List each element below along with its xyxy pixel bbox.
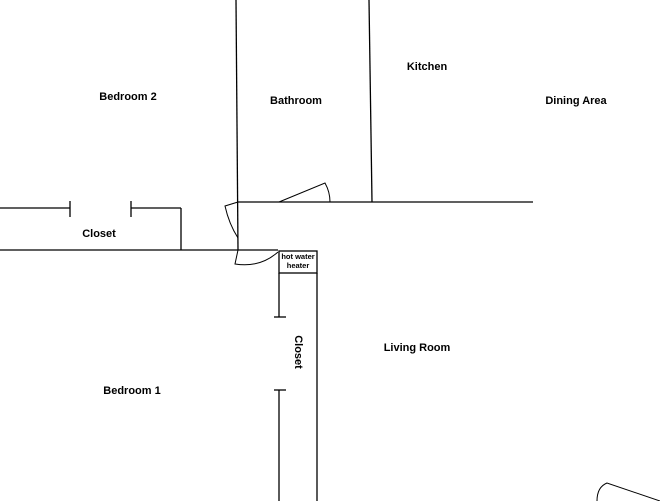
label-bathroom: Bathroom [270,95,322,107]
label-hot-water-heater: hot water heater [279,252,317,270]
label-bedroom-1: Bedroom 1 [103,385,161,397]
hot-water-heater-line2: heater [286,261,310,270]
living-room-door[interactable] [596,482,660,501]
label-bedroom-2: Bedroom 2 [99,91,157,103]
bedroom2-door[interactable] [224,201,239,239]
label-dining-area: Dining Area [545,95,607,107]
label-closet-top: Closet [82,228,116,240]
hot-water-heater-line1: hot water [281,252,315,261]
wall-bedroom2-bathroom [235,0,239,251]
label-kitchen: Kitchen [406,61,448,73]
label-closet-vertical: Closet [292,335,304,369]
bathroom-door[interactable] [278,182,331,203]
bedroom1-door[interactable] [234,249,279,266]
hot-water-heater-box [278,250,318,274]
label-living-room: Living Room [383,342,451,354]
wall-bathroom-kitchen [368,0,373,203]
